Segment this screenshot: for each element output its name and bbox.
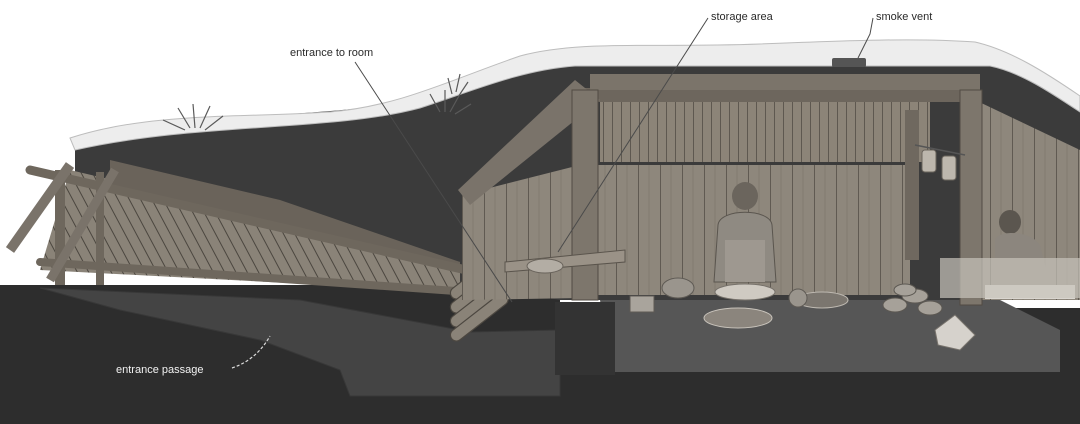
label-entrance-to-room: entrance to room <box>290 47 373 59</box>
storage-basket <box>527 259 563 273</box>
post-mid <box>905 110 919 260</box>
label-entrance-passage: entrance passage <box>116 364 203 376</box>
ceiling-beam <box>580 88 980 102</box>
label-smoke-vent: smoke vent <box>876 11 932 23</box>
label-storage-area: storage area <box>711 11 773 23</box>
floor-step <box>555 302 615 375</box>
sleeping-mat <box>940 258 1080 298</box>
smoke-vent-opening <box>832 58 866 67</box>
house-floor <box>600 300 1060 372</box>
ceiling-rafters <box>590 74 980 90</box>
